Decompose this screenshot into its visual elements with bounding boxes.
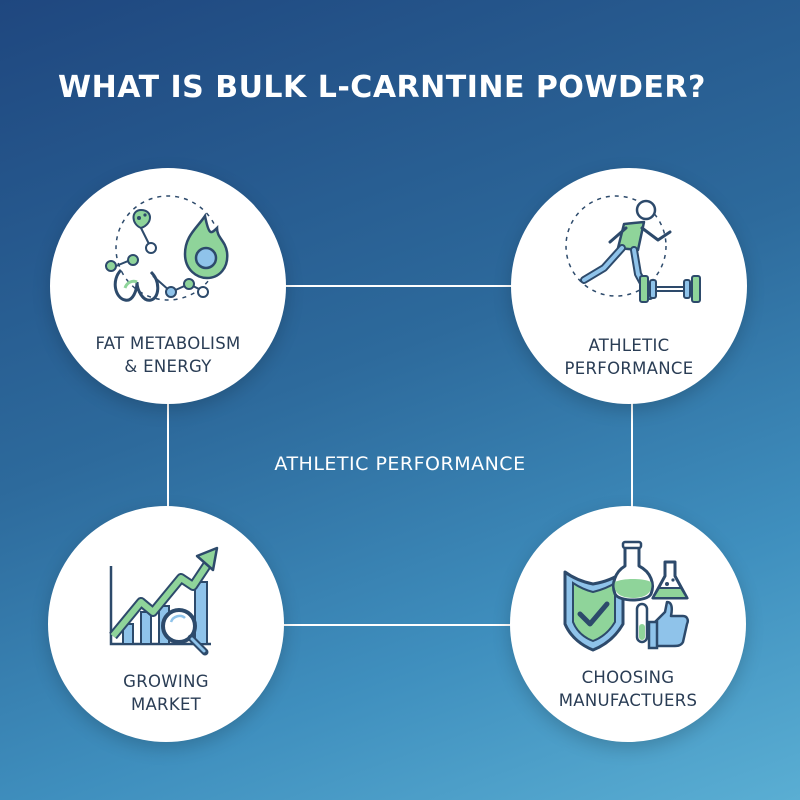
node-label-line2: & ENERGY: [124, 357, 212, 376]
node-label-line2: PERFORMANCE: [564, 359, 694, 378]
metabolism-flame-icon: [105, 195, 229, 302]
node-label: FAT METABOLISM & ENERGY: [60, 332, 276, 378]
shield-flask-thumbsup-icon: [563, 540, 690, 652]
node-growing-market: GROWING MARKET: [48, 506, 284, 742]
connector-bottom: [168, 624, 632, 626]
connector-top: [168, 285, 632, 287]
node-label: CHOOSING MANUFACTUERS: [520, 666, 736, 712]
node-label-line1: ATHLETIC: [588, 336, 670, 355]
growth-chart-magnifier-icon: [109, 546, 219, 656]
center-label: ATHLETIC PERFORMANCE: [274, 453, 526, 475]
page-title: WHAT IS BULK L-CARNTINE POWDER?: [58, 70, 706, 105]
connector-left: [167, 286, 169, 626]
node-athletic-performance: ATHLETIC PERFORMANCE: [511, 168, 747, 404]
node-label-line1: FAT METABOLISM: [95, 334, 241, 353]
node-label-line2: MANUFACTUERS: [558, 691, 698, 710]
connector-right: [631, 286, 633, 626]
node-fat-metabolism: FAT METABOLISM & ENERGY: [50, 168, 286, 404]
node-label: ATHLETIC PERFORMANCE: [521, 334, 737, 380]
node-choosing-manufacturers: CHOOSING MANUFACTUERS: [510, 506, 746, 742]
node-label-line1: CHOOSING: [581, 668, 675, 687]
node-label-line2: MARKET: [130, 695, 202, 714]
runner-dumbbell-icon: [565, 195, 701, 303]
node-label: GROWING MARKET: [58, 670, 274, 716]
node-label-line1: GROWING: [123, 672, 209, 691]
